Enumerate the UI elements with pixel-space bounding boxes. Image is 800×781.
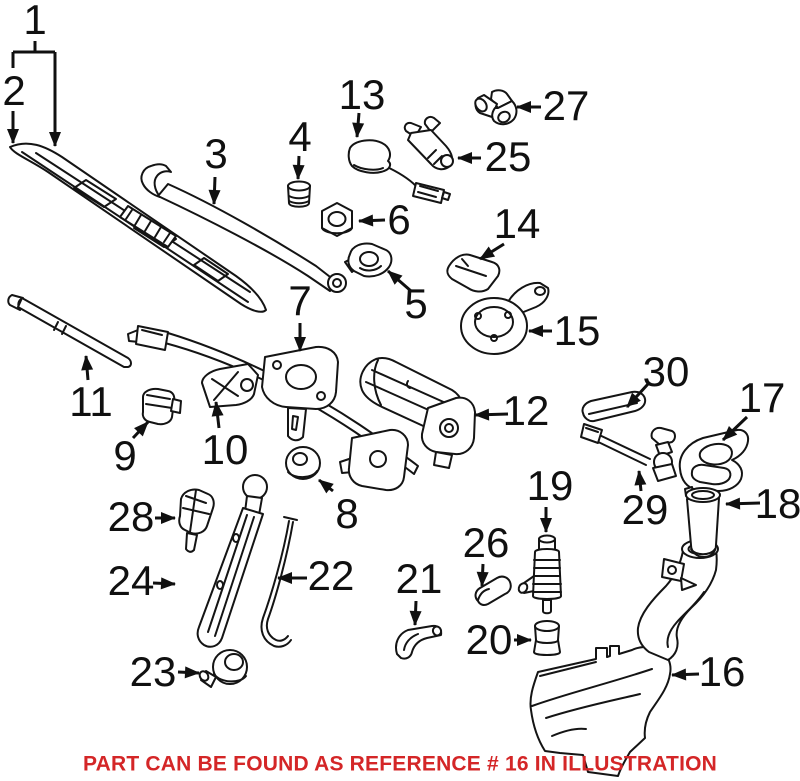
part-label-14: 14 [493,200,541,247]
hose-connector-drawing [403,115,454,171]
tee-connector-drawing [474,89,518,126]
part-label-3: 3 [204,130,228,177]
part-label-30: 30 [642,348,690,395]
part-label-25: 25 [484,133,532,180]
leader-13 [352,112,365,138]
rear-wiper-arm-drawing [7,294,132,368]
leader-26 [476,563,489,587]
cap-with-tether-drawing [347,139,451,204]
nut-drawing [321,202,353,237]
bracket-drawing [446,253,501,293]
leader-23 [177,666,200,679]
part-label-7: 7 [288,277,312,324]
leader-4 [292,155,305,180]
part-label-29: 29 [621,486,669,533]
part-label-28: 28 [107,493,155,540]
leader-9 [131,420,150,440]
part-label-1: 1 [23,0,47,43]
wiper-motor-drawing [359,357,476,469]
leader-3 [208,176,221,205]
filler-cup-drawing [684,486,721,558]
linkage-frame-drawing [127,325,419,492]
leader-8 [318,478,334,494]
part-label-13: 13 [338,71,386,118]
washer-reservoir-drawing [529,539,719,777]
leader-30 [625,382,650,409]
grommet-small-drawing [533,620,561,656]
part-label-18: 18 [754,480,800,527]
part-label-20: 20 [465,616,513,663]
part-label-23: 23 [129,648,177,695]
leader-12 [474,408,509,421]
clip-drawing [141,387,182,426]
wiper-blade-drawing [9,142,267,313]
leader-11 [81,355,94,381]
part-label-10: 10 [201,426,249,473]
cap-drawing [287,180,311,208]
sensor-clip-drawing [178,488,215,553]
part-label-8: 8 [335,490,359,537]
sleeve-drawing [474,575,512,606]
part-label-6: 6 [387,196,411,243]
elbow-hose-drawing [395,624,443,660]
part-label-11: 11 [69,378,113,425]
cover-drawing [678,428,750,492]
leader-6 [358,214,386,227]
leader-24 [152,577,176,590]
leader-lines [7,41,761,681]
leader-5 [387,269,412,293]
leader-10 [211,401,224,429]
leader-16 [671,668,700,681]
leader-29 [634,470,647,492]
hose-rod-drawing [260,516,298,648]
leader-14 [479,242,505,261]
part-label-17: 17 [738,374,786,421]
part-label-21: 21 [395,555,443,602]
part-label-9: 9 [113,432,137,479]
spacer-ring-drawing [460,281,550,355]
blade-bracket-drawing [196,474,268,648]
part-label-19: 19 [526,462,574,509]
pivot-cap-drawing [198,649,248,688]
part-label-22: 22 [307,552,355,599]
leader-17 [721,415,749,442]
leader-21 [409,600,422,626]
grommet-drawing [285,446,321,480]
leader-18 [725,497,761,510]
part-label-2: 2 [2,67,26,114]
mount-bracket-drawing [201,363,259,408]
hose-nozzle-assembly-drawing [580,423,677,482]
part-label-27: 27 [542,82,590,129]
part-label-4: 4 [288,113,312,160]
part-label-26: 26 [462,519,510,566]
part-label-12: 12 [502,387,550,434]
reference-caption: PART CAN BE FOUND AS REFERENCE # 16 IN I… [82,752,718,776]
part-label-16: 16 [698,648,746,695]
part-label-5: 5 [404,280,428,327]
part-label-15: 15 [553,307,601,354]
part-label-24: 24 [107,557,155,604]
washer-pump-drawing [517,534,562,615]
nozzle-drawing [347,242,393,278]
